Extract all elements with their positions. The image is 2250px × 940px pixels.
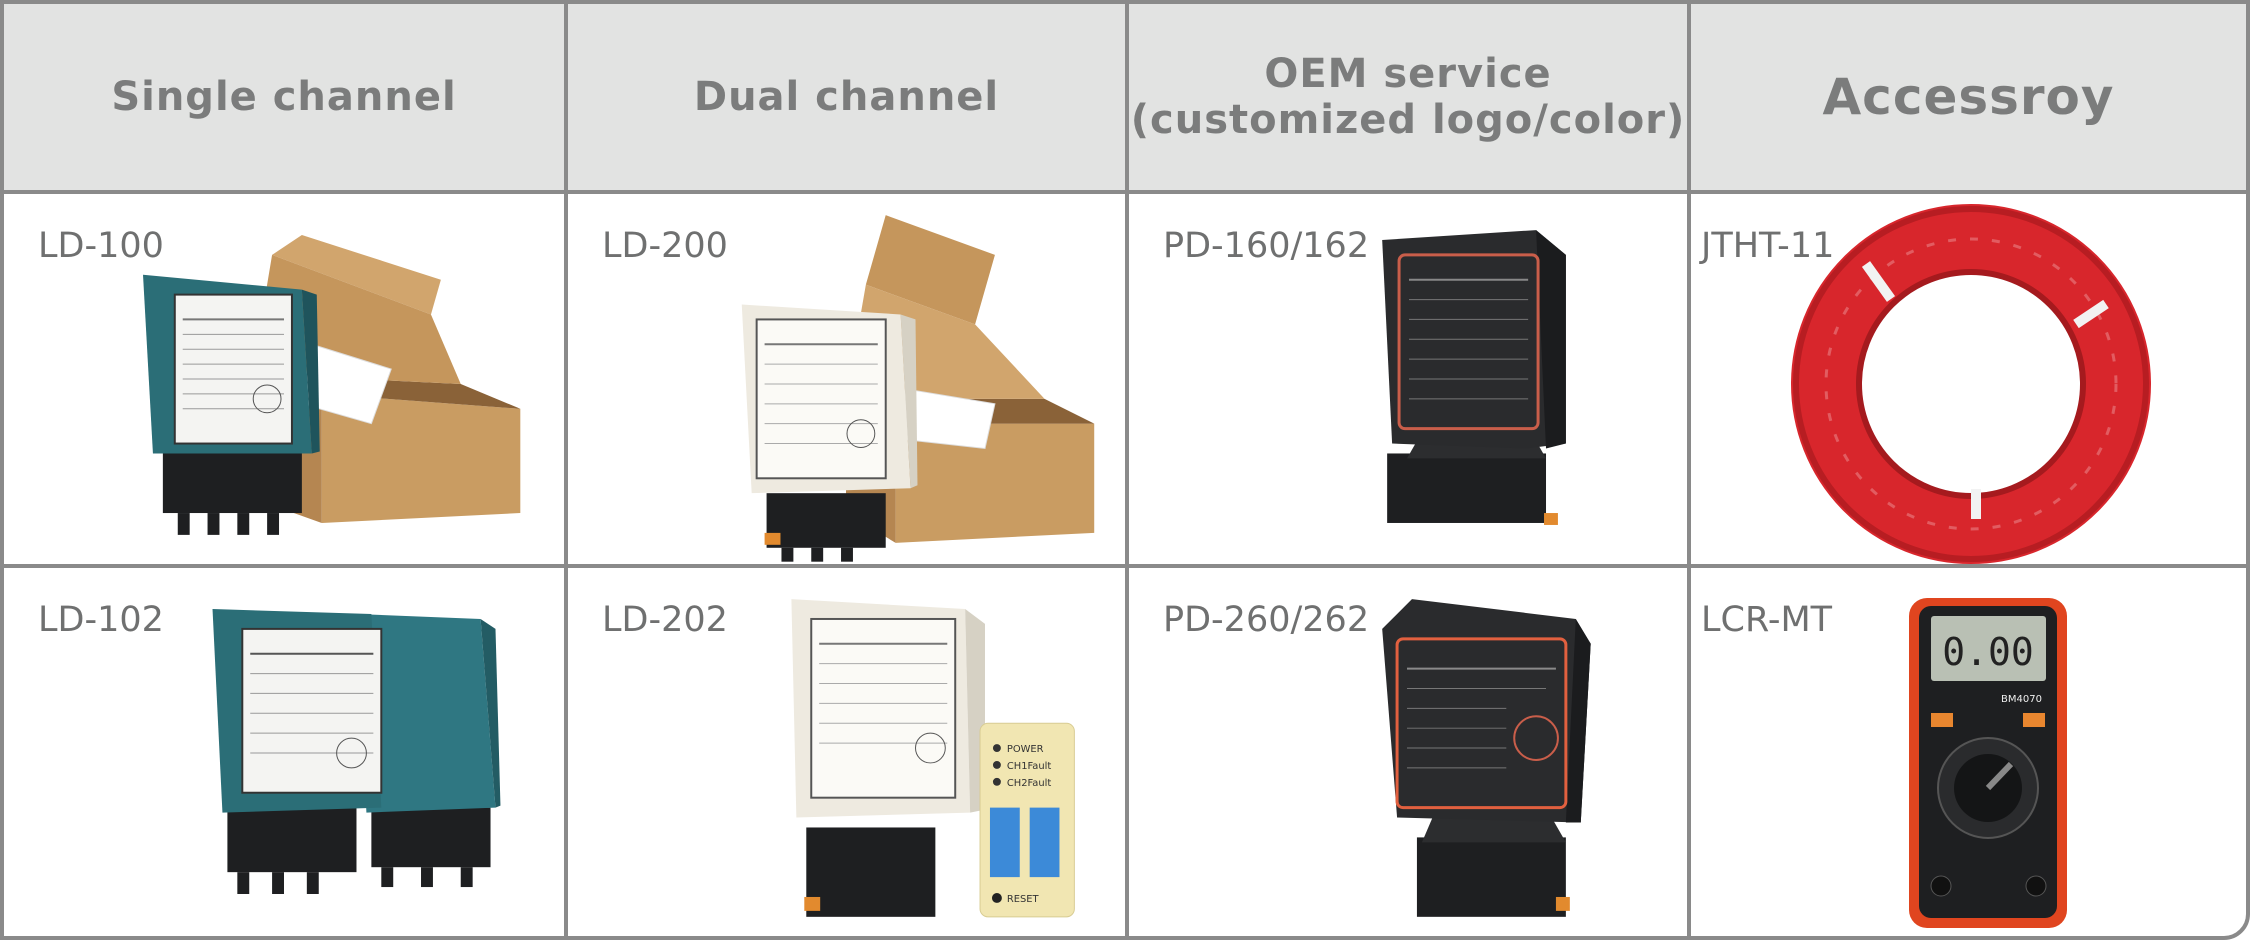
header-dual-channel: Dual channel — [568, 4, 1129, 190]
header-label: Single channel — [111, 74, 457, 120]
product-row-2: LD-102 — [4, 568, 2246, 936]
ch2fault-indicator-label: CH2Fault — [1007, 778, 1052, 789]
product-label: JTHT-11 — [1701, 226, 1835, 266]
header-single-channel: Single channel — [4, 4, 568, 190]
product-cell-jtht-11[interactable]: JTHT-11 — [1691, 194, 2246, 564]
meter-display: 0.00 — [1942, 630, 2034, 674]
product-label: PD-160/162 — [1163, 226, 1370, 266]
ld-102-product-image — [212, 609, 501, 894]
product-label: LCR-MT — [1701, 600, 1833, 640]
product-label: PD-260/262 — [1163, 600, 1370, 640]
lcr-mt-meter-image: 0.00 BM4070 — [1909, 598, 2067, 928]
product-row-1: LD-100 — [4, 194, 2246, 568]
product-cell-pd-260-262[interactable]: PD-260/262 — [1129, 568, 1691, 936]
jtht-11-cable-image — [1791, 204, 2151, 564]
product-cell-ld-102[interactable]: LD-102 — [4, 568, 568, 936]
header-row: Single channel Dual channel OEM service … — [4, 4, 2246, 194]
header-label: OEM service (customized logo/color) — [1130, 51, 1686, 143]
product-cell-ld-200[interactable]: LD-200 — [568, 194, 1129, 564]
product-label: LD-200 — [602, 226, 728, 266]
product-cell-ld-100[interactable]: LD-100 — [4, 194, 568, 564]
ch1fault-indicator-label: CH1Fault — [1007, 761, 1052, 772]
product-cell-pd-160-162[interactable]: PD-160/162 — [1129, 194, 1691, 564]
ld-200-product-image — [741, 215, 1095, 562]
product-label: LD-102 — [38, 600, 164, 640]
ld-202-product-image: POWER CH1Fault CH2Fault RESET — [791, 599, 1075, 918]
header-oem-service: OEM service (customized logo/color) — [1129, 4, 1691, 190]
product-cell-ld-202[interactable]: LD-202 POWER CH1Fault — [568, 568, 1129, 936]
ld-100-product-image — [143, 235, 521, 535]
header-label: Dual channel — [693, 74, 1000, 120]
meter-model: BM4070 — [2001, 694, 2042, 705]
header-label: Accessroy — [1822, 68, 2115, 126]
product-label: LD-202 — [602, 600, 728, 640]
product-cell-lcr-mt[interactable]: LCR-MT 0.00 BM4070 — [1691, 568, 2246, 936]
header-accessory: Accessroy — [1691, 4, 2246, 190]
product-label: LD-100 — [38, 226, 164, 266]
power-indicator-label: POWER — [1007, 744, 1044, 755]
pd-160-162-product-image — [1382, 230, 1566, 525]
pd-260-262-product-image — [1382, 599, 1591, 917]
reset-label: RESET — [1007, 894, 1040, 905]
